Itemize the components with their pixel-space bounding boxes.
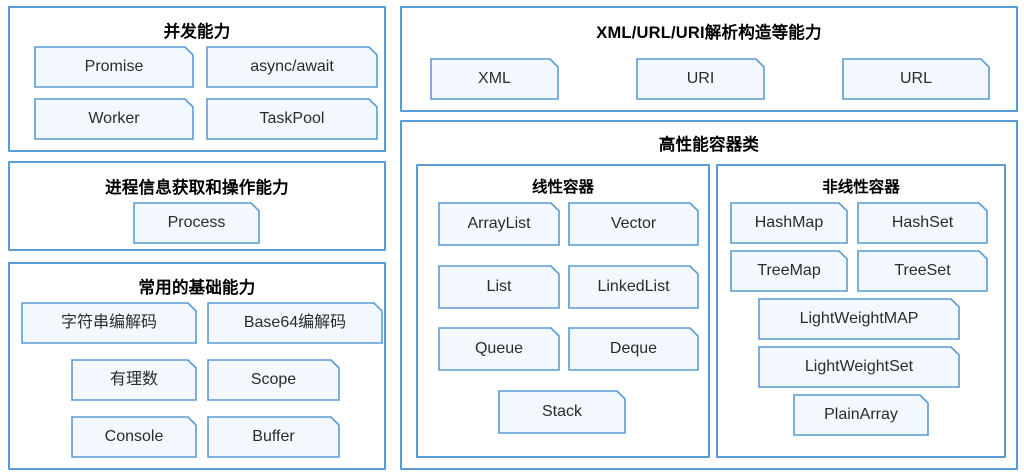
- subpanel-title-nonlinear: 非线性容器: [822, 179, 900, 196]
- item-promise[interactable]: Promise: [34, 46, 194, 88]
- panel-title-process: 进程信息获取和操作能力: [105, 179, 289, 197]
- item-queue[interactable]: Queue: [438, 327, 560, 371]
- item-hashset[interactable]: HashSet: [857, 202, 988, 244]
- note-shape-icon: [793, 394, 929, 436]
- item-label: ArrayList: [467, 214, 531, 232]
- item-scope[interactable]: Scope: [207, 359, 340, 401]
- item-deque[interactable]: Deque: [568, 327, 699, 371]
- item-label: Promise: [84, 57, 144, 75]
- item-arraylist[interactable]: ArrayList: [438, 202, 560, 246]
- item-url[interactable]: URL: [842, 58, 990, 100]
- note-shape-icon: [568, 265, 699, 309]
- note-shape-icon: [71, 359, 197, 401]
- item-label: List: [486, 277, 512, 295]
- note-shape-icon: [857, 250, 988, 292]
- note-shape-icon: [438, 327, 560, 371]
- item-worker[interactable]: Worker: [34, 98, 194, 140]
- item-vector[interactable]: Vector: [568, 202, 699, 246]
- note-shape-icon: [568, 202, 699, 246]
- item-treeset[interactable]: TreeSet: [857, 250, 988, 292]
- item-async-await[interactable]: async/await: [206, 46, 378, 88]
- panel-title-concurrency: 并发能力: [163, 23, 231, 41]
- note-shape-icon: [568, 327, 699, 371]
- note-shape-icon: [34, 46, 194, 88]
- note-shape-icon: [34, 98, 194, 140]
- item-label: HashMap: [754, 213, 824, 231]
- item-label: XML: [478, 69, 511, 87]
- subpanel-linear-containers: 线性容器 ArrayList Vector List: [416, 164, 710, 458]
- panel-title-basic: 常用的基础能力: [138, 279, 256, 297]
- item-label: TaskPool: [259, 109, 325, 127]
- panel-title-parsing: XML/URL/URI解析构造等能力: [596, 24, 822, 42]
- note-shape-icon: [438, 265, 560, 309]
- item-label: Deque: [609, 339, 658, 357]
- item-label: 有理数: [109, 370, 158, 388]
- item-console[interactable]: Console: [71, 416, 197, 458]
- item-plainarray[interactable]: PlainArray: [793, 394, 929, 436]
- note-shape-icon: [857, 202, 988, 244]
- item-buffer[interactable]: Buffer: [207, 416, 340, 458]
- item-label: HashSet: [891, 213, 954, 231]
- item-label: Queue: [474, 339, 524, 357]
- note-shape-icon: [758, 346, 960, 388]
- subpanel-title-linear: 线性容器: [531, 179, 594, 196]
- note-shape-icon: [206, 46, 378, 88]
- item-label: PlainArray: [824, 405, 898, 423]
- note-shape-icon: [842, 58, 990, 100]
- item-list[interactable]: List: [438, 265, 560, 309]
- note-shape-icon: [636, 58, 765, 100]
- item-label: Vector: [610, 214, 657, 232]
- panel-process: 进程信息获取和操作能力 Process: [8, 161, 386, 251]
- item-label: Base64编解码: [243, 313, 347, 331]
- item-string-codec[interactable]: 字符串编解码: [21, 302, 197, 344]
- item-label: async/await: [250, 57, 334, 75]
- item-lightweightmap[interactable]: LightWeightMAP: [758, 298, 960, 340]
- item-label: Worker: [88, 109, 140, 127]
- item-hashmap[interactable]: HashMap: [730, 202, 848, 244]
- note-shape-icon: [438, 202, 560, 246]
- item-lightweightset[interactable]: LightWeightSet: [758, 346, 960, 388]
- item-treemap[interactable]: TreeMap: [730, 250, 848, 292]
- item-process[interactable]: Process: [133, 202, 260, 244]
- item-label: Buffer: [252, 427, 295, 445]
- item-label: 字符串编解码: [60, 313, 157, 331]
- note-shape-icon: [498, 390, 626, 434]
- note-shape-icon: [71, 416, 197, 458]
- panel-title-containers: 高性能容器类: [658, 136, 760, 154]
- note-shape-icon: [207, 302, 383, 344]
- note-shape-icon: [730, 202, 848, 244]
- item-xml[interactable]: XML: [430, 58, 559, 100]
- item-taskpool[interactable]: TaskPool: [206, 98, 378, 140]
- item-label: Process: [167, 213, 226, 231]
- item-label: TreeMap: [757, 261, 821, 279]
- note-shape-icon: [430, 58, 559, 100]
- panel-containers: 高性能容器类 线性容器 ArrayList Vector List: [400, 120, 1018, 470]
- note-shape-icon: [206, 98, 378, 140]
- subpanel-nonlinear-containers: 非线性容器 HashMap HashSet TreeMap: [716, 164, 1006, 458]
- item-label: LightWeightMAP: [799, 309, 919, 327]
- item-base64-codec[interactable]: Base64编解码: [207, 302, 383, 344]
- item-label: LightWeightSet: [804, 357, 914, 375]
- note-shape-icon: [133, 202, 260, 244]
- item-linkedlist[interactable]: LinkedList: [568, 265, 699, 309]
- item-label: LinkedList: [597, 277, 670, 295]
- note-shape-icon: [758, 298, 960, 340]
- note-shape-icon: [207, 416, 340, 458]
- panel-parsing: XML/URL/URI解析构造等能力 XML URI URL: [400, 6, 1018, 112]
- item-label: Scope: [250, 370, 297, 388]
- panel-concurrency: 并发能力 Promise async/await Worker TaskPool: [8, 6, 386, 152]
- item-label: Console: [104, 427, 164, 445]
- item-label: Stack: [541, 402, 582, 420]
- note-shape-icon: [21, 302, 197, 344]
- item-uri[interactable]: URI: [636, 58, 765, 100]
- item-label: URL: [899, 69, 932, 87]
- item-label: TreeSet: [894, 261, 951, 279]
- item-stack[interactable]: Stack: [498, 390, 626, 434]
- item-label: URI: [686, 69, 715, 87]
- note-shape-icon: [730, 250, 848, 292]
- item-rational-number[interactable]: 有理数: [71, 359, 197, 401]
- panel-basic: 常用的基础能力 字符串编解码 Base64编解码 有理数 Scope: [8, 262, 386, 470]
- note-shape-icon: [207, 359, 340, 401]
